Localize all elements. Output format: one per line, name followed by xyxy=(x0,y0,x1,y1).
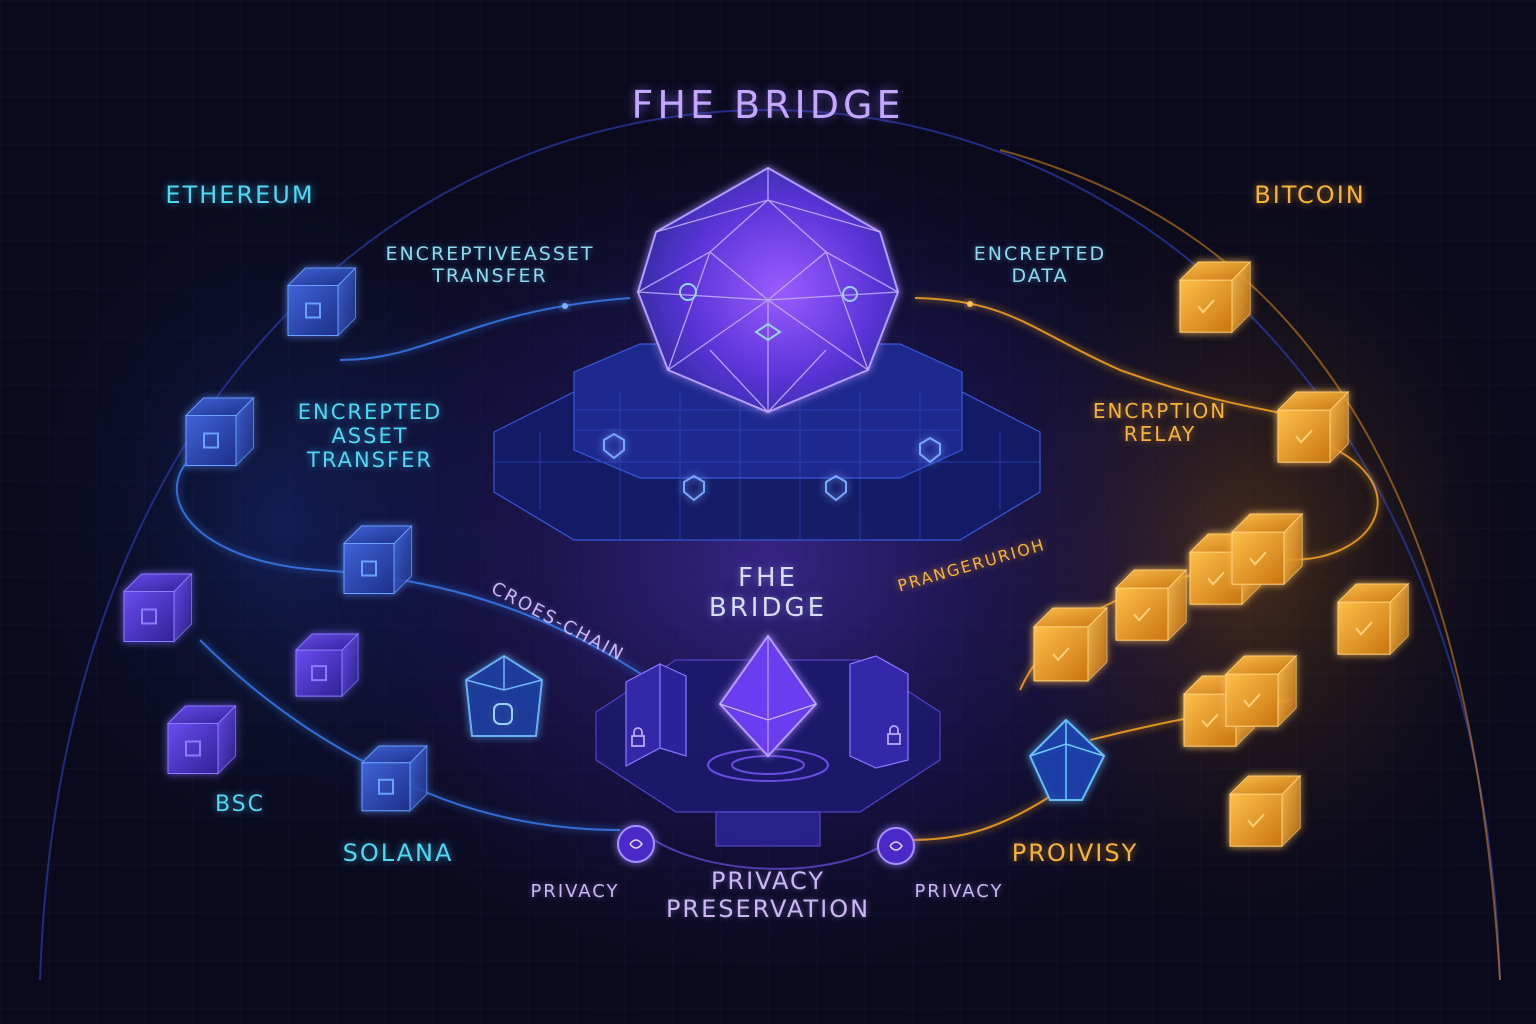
chain-label-bitcoin: BITCOIN xyxy=(1254,181,1366,209)
page-title: FHE BRIDGE xyxy=(631,83,905,127)
chain-label-bsc: BSC xyxy=(214,792,266,817)
chain-label-proivisy: PROIVISY xyxy=(1011,839,1139,867)
privacy-label-right: PRIVACY xyxy=(914,881,1004,902)
blockchain-cube-icon xyxy=(1224,654,1298,728)
blockchain-cube-icon xyxy=(1336,582,1410,656)
blockchain-cube-icon xyxy=(1276,390,1350,464)
blockchain-cube-icon xyxy=(1114,568,1188,642)
blockchain-cube-icon xyxy=(342,524,413,595)
blockchain-cube-icon xyxy=(294,632,360,698)
blockchain-cube-icon xyxy=(184,396,255,467)
lock-icon xyxy=(631,725,901,747)
blockchain-cube-icon xyxy=(1032,606,1109,683)
chain-label-ethereum: ETHEREUM xyxy=(165,181,315,209)
blockchain-cube-icon xyxy=(166,704,237,775)
privacy-orb-icon xyxy=(617,825,915,865)
blockchain-cube-icon xyxy=(1228,774,1302,848)
blockchain-cube-icon xyxy=(122,572,193,643)
blockchain-cube-icon xyxy=(360,744,429,813)
fhe-icosahedron-icon xyxy=(636,166,900,414)
chain-label-solana: SOLANA xyxy=(342,839,454,867)
ethereum-diamond-icon xyxy=(718,634,818,758)
blockchain-cube-icon xyxy=(1178,260,1252,334)
blockchain-cube-icon xyxy=(1230,512,1304,586)
blockchain-cube-icon xyxy=(286,266,357,337)
privacy-label-left: PRIVACY xyxy=(530,881,620,902)
